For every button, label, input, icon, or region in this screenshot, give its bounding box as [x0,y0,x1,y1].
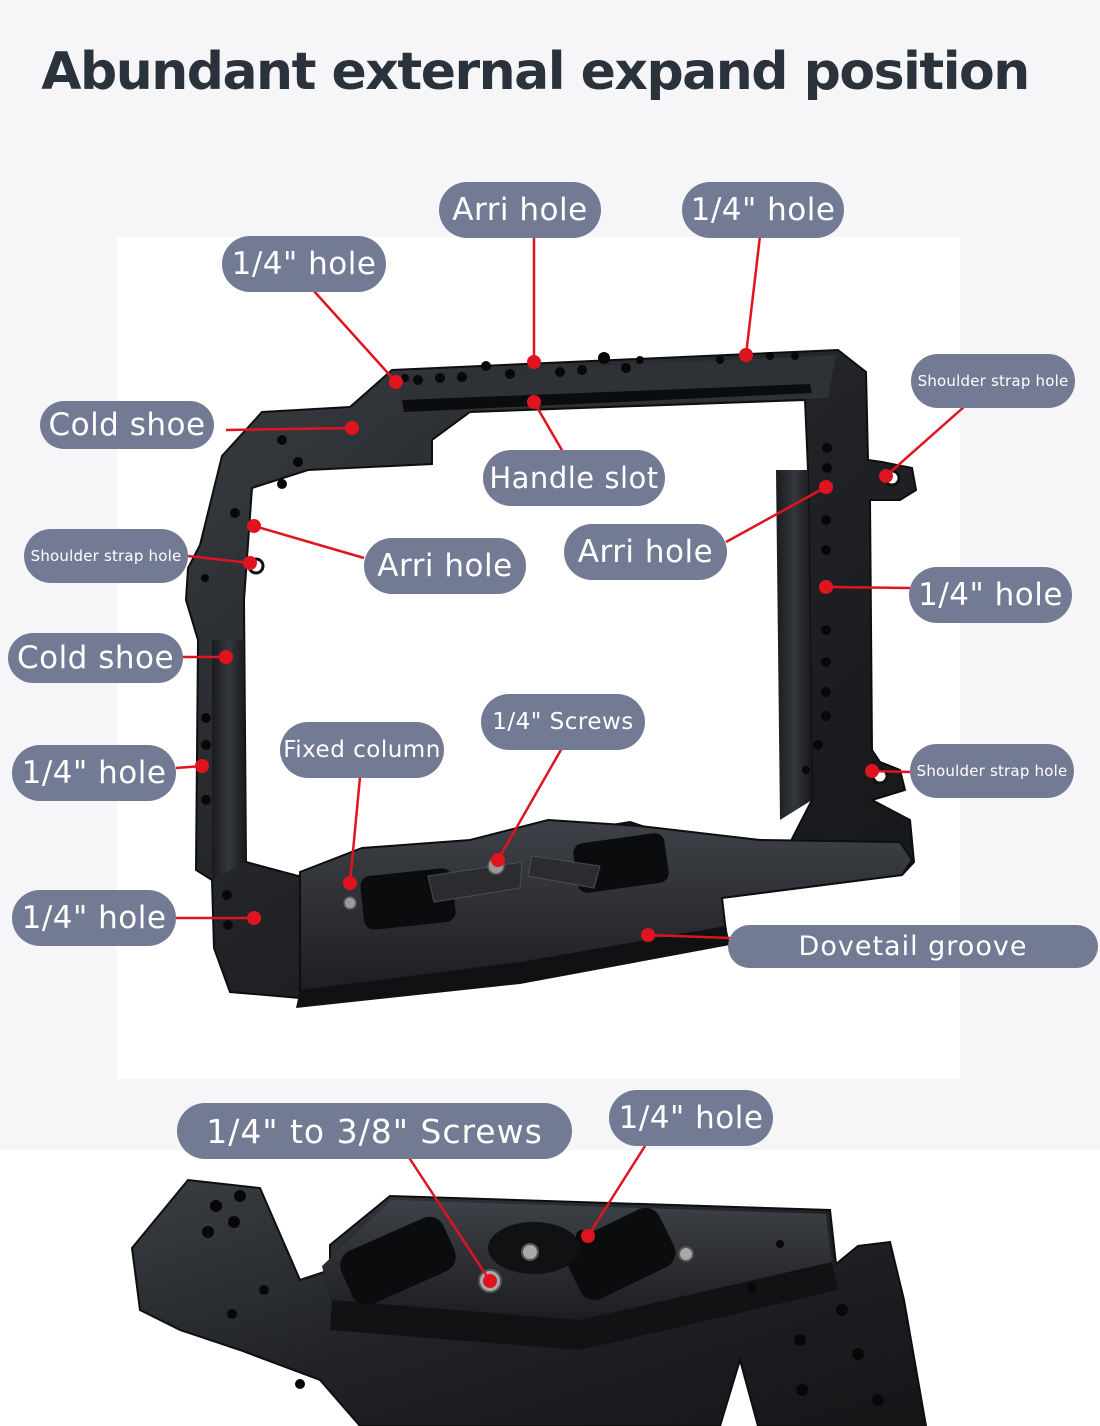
label-shoulder-strap-hole-left: Shoulder strap hole [24,529,188,583]
label-cold-shoe-left: Cold shoe [8,633,183,683]
label-fixed-column: Fixed column [280,722,444,778]
page-title: Abundant external expand position [41,42,1030,102]
label-quarter-hole-bottom: 1/4" hole [609,1090,773,1146]
label-arri-hole-center-right: Arri hole [564,524,727,580]
label-quarter-hole-top-left: 1/4" hole [222,236,386,292]
label-handle-slot: Handle slot [483,450,665,506]
bottom-plate-detail [130,1178,928,1426]
label-quarter-hole-right: 1/4" hole [909,567,1072,623]
camera-cage [184,348,918,1008]
label-quarter-hole-left-bottom: 1/4" hole [12,890,176,946]
label-quarter-hole-top-right: 1/4" hole [682,182,844,238]
pointer-dots [195,348,893,1288]
label-arri-hole-top: Arri hole [439,182,601,238]
label-quarter-hole-left-mid: 1/4" hole [12,745,176,801]
label-dovetail-groove: Dovetail groove [728,925,1098,968]
pointer-lines [175,235,966,1282]
label-shoulder-strap-hole-right-top: Shoulder strap hole [911,354,1075,408]
label-shoulder-strap-hole-right-bottom: Shoulder strap hole [910,744,1074,798]
label-arri-hole-center-left: Arri hole [364,538,526,594]
label-cold-shoe-top: Cold shoe [40,401,214,449]
label-quarter-screws: 1/4" Screws [481,694,645,750]
label-quarter-to-three-eighths-screws: 1/4" to 3/8" Screws [177,1103,572,1159]
